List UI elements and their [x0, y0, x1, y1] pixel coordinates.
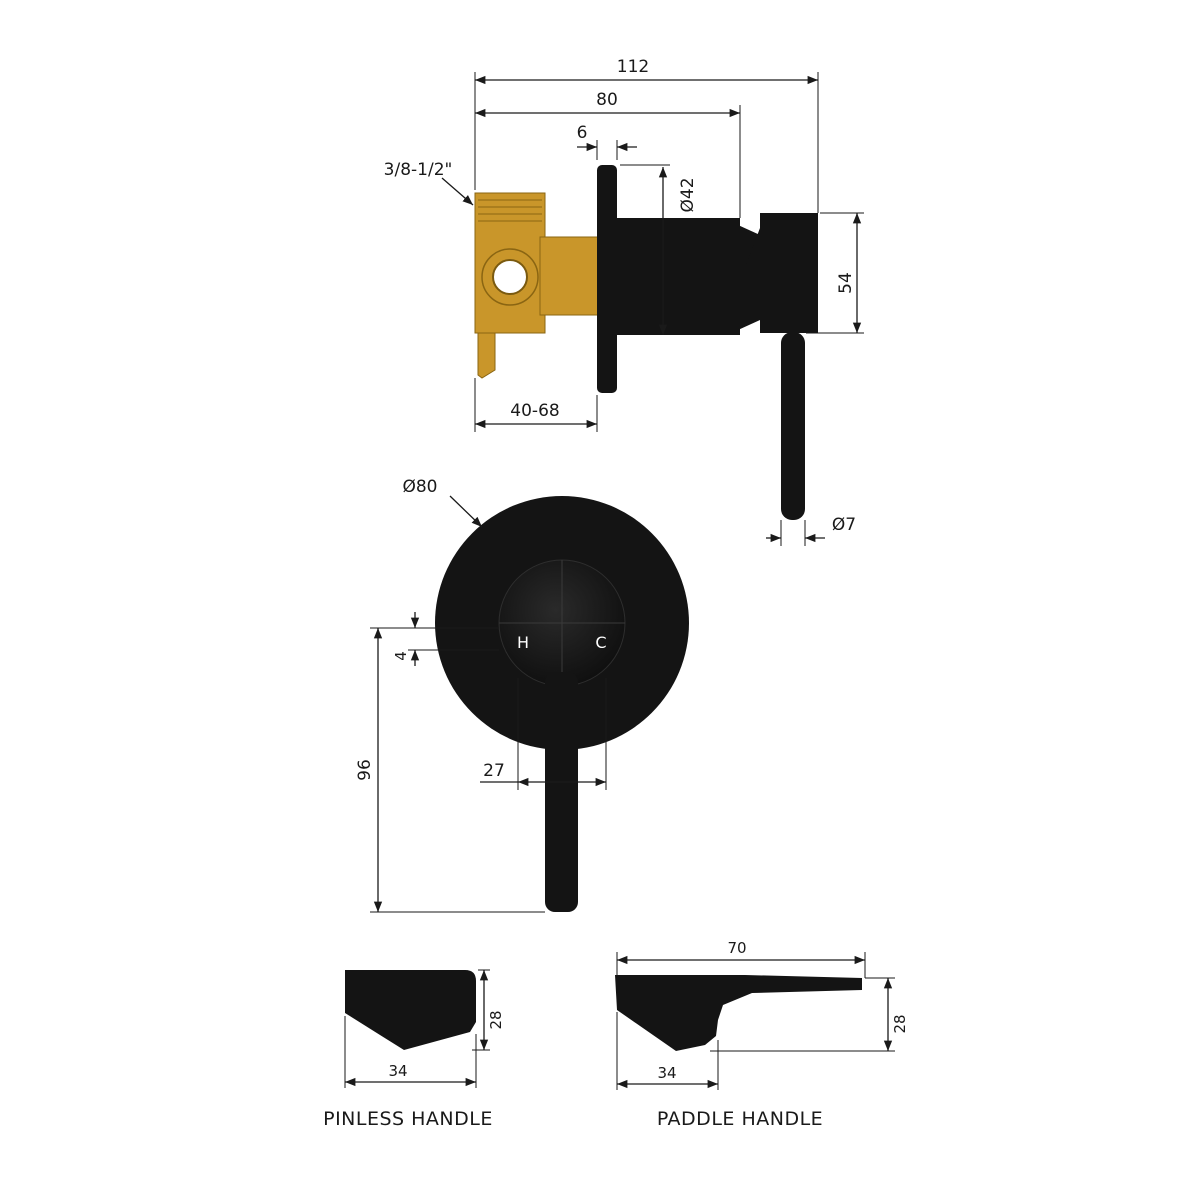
- pinless-handle-view: 28 34 PINLESS HANDLE: [323, 969, 505, 1130]
- dim-70-label: 70: [727, 939, 746, 957]
- dim-54-label: 54: [836, 272, 856, 294]
- dim-d7-label: Ø7: [832, 515, 856, 535]
- handle-head: [746, 213, 818, 333]
- dim-6-label: 6: [577, 123, 588, 143]
- dim-96-label: 96: [355, 759, 375, 781]
- side-view: 112 80 6 Ø42 54 3/8-1/2" 40-68 Ø7: [384, 57, 864, 546]
- pinless-caption: PINLESS HANDLE: [323, 1108, 493, 1130]
- wall-plate-side: [597, 165, 617, 393]
- dim-40-68-label: 40-68: [510, 401, 559, 421]
- pinless-handle-shape: [345, 970, 476, 1050]
- dim-d80-label: Ø80: [402, 477, 437, 497]
- dim-112-label: 112: [617, 57, 649, 77]
- paddle-handle-view: 70 28 34 PADDLE HANDLE: [615, 939, 909, 1130]
- paddle-caption: PADDLE HANDLE: [657, 1108, 823, 1130]
- paddle-handle-shape: [615, 975, 862, 1051]
- dim-pinless-34-label: 34: [388, 1062, 407, 1080]
- hot-marking: H: [517, 633, 529, 652]
- dim-paddle-28-label: 28: [891, 1014, 909, 1033]
- brass-valve-body: [474, 192, 601, 379]
- dim-paddle-34-label: 34: [657, 1064, 676, 1082]
- body-cylinder: [615, 218, 740, 335]
- dim-80-label: 80: [596, 90, 618, 110]
- dim-pinless-28-label: 28: [487, 1010, 505, 1029]
- lever-front: [545, 672, 578, 912]
- dim-d42-label: Ø42: [678, 177, 698, 212]
- thread-label: 3/8-1/2": [384, 160, 453, 180]
- front-view: H C Ø80 4 96 27: [355, 477, 689, 913]
- cold-marking: C: [595, 633, 606, 652]
- dim-4-label: 4: [392, 651, 410, 661]
- dim-27-label: 27: [483, 761, 505, 781]
- lever-side: [781, 332, 805, 520]
